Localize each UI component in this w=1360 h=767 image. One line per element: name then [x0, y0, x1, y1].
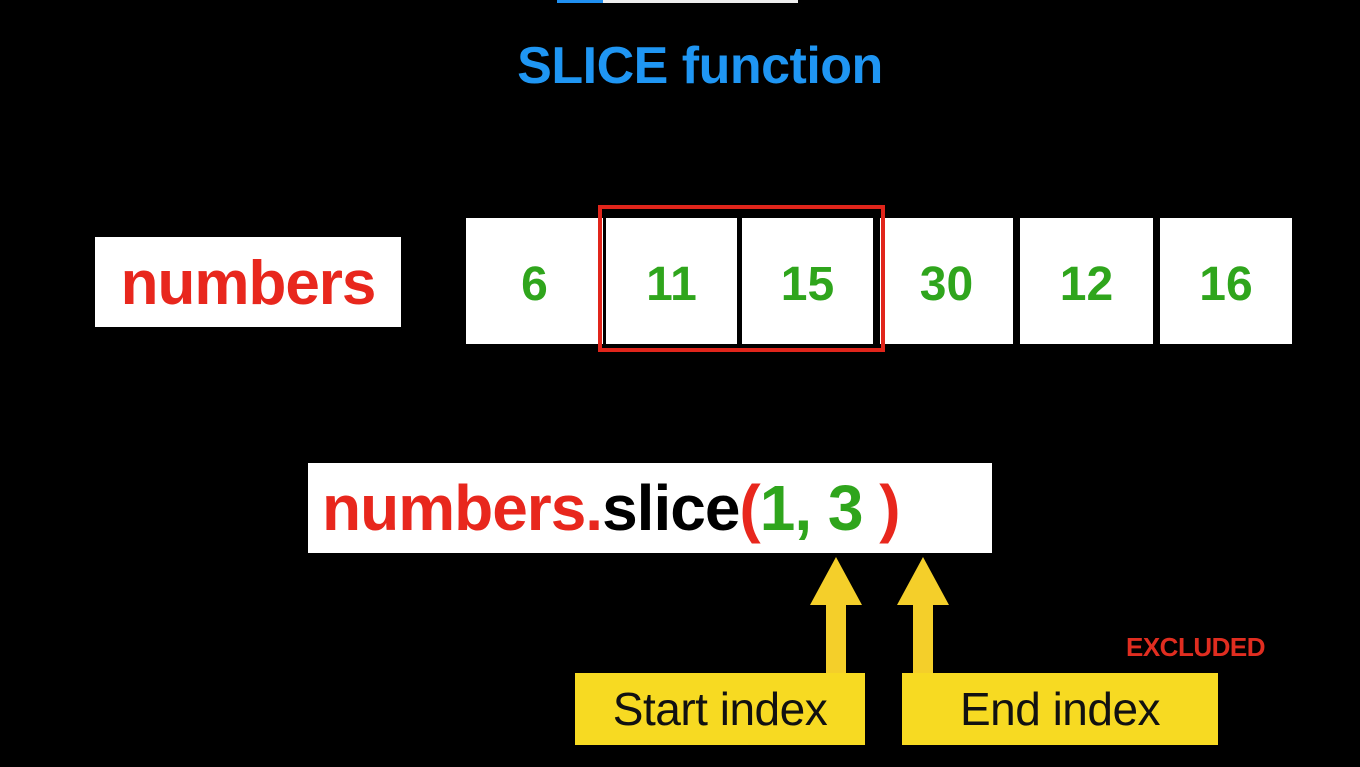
array-value: 12	[1059, 257, 1114, 311]
array-cell-0: 6	[466, 218, 603, 344]
array-cell-4: 12	[1020, 218, 1153, 344]
code-comma: ,	[794, 472, 828, 544]
end-index-text: End index	[959, 683, 1161, 735]
code-end-arg: 3	[827, 472, 864, 544]
array-name: numbers	[120, 249, 377, 318]
start-index-text: Start index	[612, 683, 828, 735]
start-index-arrow-icon	[810, 557, 862, 673]
array-value: 16	[1199, 257, 1253, 311]
array-value: 6	[521, 257, 548, 311]
excluded-note: EXCLUDED	[1126, 632, 1266, 662]
code-close-paren: )	[862, 472, 900, 544]
array-cell-1: 11	[606, 218, 737, 344]
array-name-box: numbers	[95, 237, 401, 327]
end-index-label: End index	[902, 673, 1218, 745]
start-index-label: Start index	[575, 673, 865, 745]
array-value: 11	[646, 257, 697, 311]
code-start-arg: 1	[759, 472, 796, 544]
code-object: numbers.	[322, 472, 603, 544]
slide-title: SLICE function	[517, 37, 883, 95]
array-cell-2: 15	[742, 218, 873, 344]
code-open-paren: (	[739, 472, 760, 544]
slice-highlight-box	[598, 205, 885, 352]
top-progress-strip	[557, 0, 798, 3]
array-value: 15	[780, 257, 835, 311]
code-method: slice	[602, 472, 740, 544]
array-cell-5: 16	[1160, 218, 1292, 344]
array-cell-3: 30	[880, 218, 1013, 344]
end-index-arrow-icon	[897, 557, 949, 673]
array-value: 30	[919, 257, 974, 311]
top-progress-accent	[557, 0, 603, 3]
code-expression-box: numbers.slice(1, 3 )	[308, 463, 992, 553]
